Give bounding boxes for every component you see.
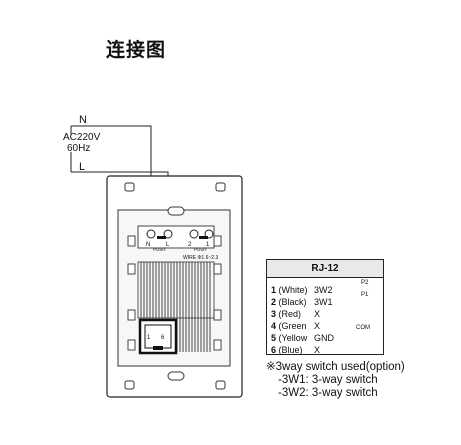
- jack-latch: [153, 346, 163, 350]
- live-label: L: [79, 161, 85, 173]
- pin-color: (Red): [278, 309, 302, 319]
- pin-signal: X: [314, 321, 321, 331]
- three-way-note: ※3way switch used(option) -3W1: 3-way sw…: [266, 361, 405, 400]
- wire-spec-label: WIRE Φ1.6~2.3: [183, 255, 218, 261]
- pin-signal: X: [314, 309, 321, 319]
- pin-number: 6: [271, 345, 277, 355]
- note-line-2: -3W1: 3-way switch: [278, 374, 378, 386]
- vent-area-cover: [137, 261, 215, 319]
- terminal-screws: [146, 229, 214, 239]
- pin-signal: X: [314, 345, 321, 355]
- pin-number: 1: [271, 285, 277, 295]
- note-line-3: -3W2: 3-way switch: [278, 387, 378, 399]
- mounting-hole-top-right: [215, 182, 226, 192]
- rj12-table-header: RJ-12: [267, 260, 383, 278]
- frequency-label: 60Hz: [67, 143, 90, 154]
- voltage-label: AC220V: [63, 132, 101, 143]
- terminal-l-label: L: [166, 242, 170, 248]
- diagram-title: 连接图: [106, 39, 167, 61]
- mounting-hole-bottom-right: [215, 380, 226, 390]
- side-clips: [127, 235, 222, 351]
- pin-color: (White): [278, 285, 308, 295]
- pin-color: (Green: [278, 321, 307, 331]
- pin-signal: GND: [314, 333, 334, 343]
- neutral-label: N: [79, 114, 87, 126]
- terminal-n-label: N: [146, 242, 150, 248]
- pin-number: 2: [271, 297, 277, 307]
- push-buttons: [157, 236, 208, 239]
- note-line-1: ※3way switch used(option): [266, 361, 405, 373]
- mounting-hole-top-center: [167, 206, 185, 216]
- pin-signal: 3W2: [314, 285, 333, 295]
- mounting-hole-bottom-left: [124, 380, 135, 390]
- pin-number: 3: [271, 309, 277, 319]
- pin-signal: 3W1: [314, 297, 333, 307]
- terminal-1-label: 1: [206, 242, 210, 248]
- push-label-left: PUSH: [153, 247, 166, 252]
- push-label-right: PUSH: [194, 247, 207, 252]
- mounting-hole-bottom-center: [167, 371, 185, 381]
- jack-pin-1-label: 1: [147, 335, 151, 341]
- mounting-hole-top-left: [124, 182, 135, 192]
- pin-color: (Yellow: [278, 333, 308, 343]
- pin-number: 4: [271, 321, 277, 331]
- pin-number: 5: [271, 333, 277, 343]
- rj12-pinout-table: RJ-12 1 (White) 3W2 2 (Black) 3W1 3 (Red…: [266, 259, 384, 355]
- jack-pin-6-label: 6: [161, 335, 165, 341]
- pin-color: (Black): [278, 297, 307, 307]
- terminal-2-label: 2: [188, 242, 192, 248]
- pin-color: (Blue): [278, 345, 303, 355]
